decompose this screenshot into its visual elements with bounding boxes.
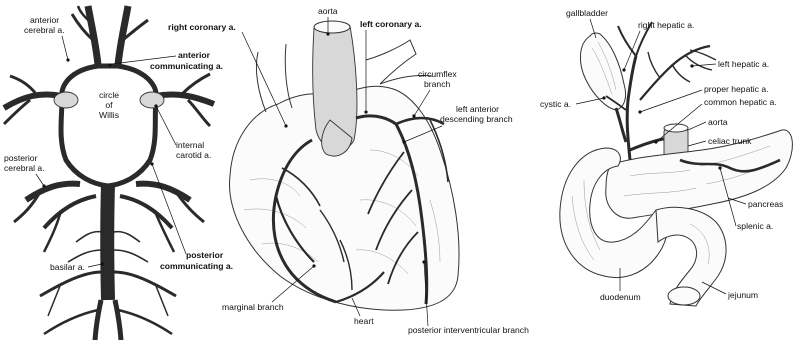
label-splenic: splenic a. xyxy=(737,221,773,231)
label-jejunum: jejunum xyxy=(727,290,758,300)
leader-aorta-abdominal xyxy=(688,122,706,130)
leader-cystic xyxy=(576,98,604,104)
label-right-coronary: right coronary a. xyxy=(168,22,236,32)
label-celiac-trunk: celiac trunk xyxy=(708,136,752,146)
leader-basilar xyxy=(88,264,102,267)
label-pancreas: pancreas xyxy=(748,199,783,209)
label-duodenum: duodenum xyxy=(600,292,641,302)
label-aorta-heart: aorta xyxy=(318,6,338,16)
label-left-anterior-descending: left anterior xyxy=(456,104,499,114)
label-right-hepatic: right hepatic a. xyxy=(638,20,694,30)
label-posterior-interventricular: posterior interventricular branch xyxy=(408,325,529,335)
label-internal-carotid: internal xyxy=(176,140,204,150)
leader-posterior-cerebral xyxy=(36,174,44,186)
brain-arteries-panel: anterior cerebral a. anterior communicat… xyxy=(4,6,233,340)
label-anterior-cerebral-line2: cerebral a. xyxy=(24,25,65,35)
label-common-hepatic: common hepatic a. xyxy=(704,97,777,107)
label-circumflex-line2: branch xyxy=(424,79,450,89)
leader-celiac-trunk xyxy=(688,141,706,146)
label-circle-of-willis-line2: of xyxy=(105,100,113,110)
label-posterior-cerebral-line2: cerebral a. xyxy=(4,163,45,173)
label-left-hepatic: left hepatic a. xyxy=(718,59,769,69)
label-posterior-cerebral: posterior xyxy=(4,153,38,163)
label-aorta-abdominal: aorta xyxy=(708,117,728,127)
label-basilar: basilar a. xyxy=(50,262,85,272)
label-anterior-communicating-line2: communicating a. xyxy=(150,61,223,71)
heart-panel: right coronary a. aorta left coronary a.… xyxy=(168,6,529,335)
label-gallbladder: gallbladder xyxy=(566,8,608,18)
leader-internal-carotid xyxy=(156,106,176,145)
label-anterior-communicating: anterior xyxy=(178,50,211,60)
label-internal-carotid-line2: carotid a. xyxy=(176,150,211,160)
leader-pancreas xyxy=(728,198,746,204)
label-circle-of-willis-line3: Willis xyxy=(99,110,119,120)
label-marginal-branch: marginal branch xyxy=(222,302,284,312)
label-circle-of-willis: circle xyxy=(99,90,119,100)
leader-anterior-cerebral xyxy=(62,36,68,60)
label-circumflex: circumflex xyxy=(418,69,457,79)
label-left-anterior-descending-line2: descending branch xyxy=(440,114,513,124)
label-posterior-communicating-line2: communicating a. xyxy=(160,261,233,271)
label-heart: heart xyxy=(354,316,374,326)
leader-circumflex xyxy=(414,90,430,116)
label-anterior-cerebral: anterior xyxy=(30,15,59,25)
leader-proper-hepatic xyxy=(640,90,702,112)
label-cystic: cystic a. xyxy=(540,99,571,109)
label-left-coronary: left coronary a. xyxy=(360,19,422,29)
abdominal-arteries-panel: gallbladder right hepatic a. left hepati… xyxy=(540,8,792,306)
label-posterior-communicating: posterior xyxy=(186,250,224,260)
label-proper-hepatic: proper hepatic a. xyxy=(704,84,769,94)
